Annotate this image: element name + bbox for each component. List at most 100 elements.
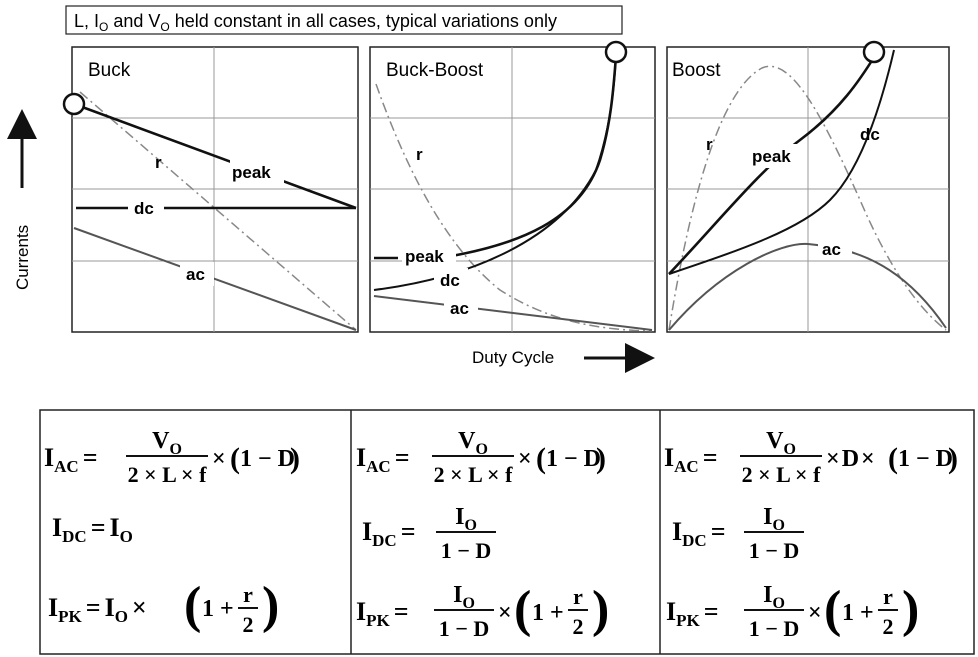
boost-idc-formula: IDC= IO 1 − D <box>672 504 804 563</box>
svg-text:VO: VO <box>766 428 796 458</box>
y-axis-label: Currents <box>13 225 32 290</box>
buck-label-ac: ac <box>186 265 205 284</box>
svg-text:1 +: 1 + <box>202 596 234 622</box>
buck-boost-ac-curve <box>373 295 653 331</box>
buck-label-dc: dc <box>134 199 154 218</box>
buck-boost-label-r: r <box>416 145 423 164</box>
buck-boost-marker-circle <box>604 40 628 64</box>
svg-text:×: × <box>518 446 532 472</box>
svg-text:VO: VO <box>458 428 488 458</box>
svg-text:IPK=: IPK= <box>666 597 719 630</box>
svg-text:IAC=: IAC= <box>356 443 410 476</box>
svg-text:(: ( <box>230 442 240 475</box>
boost-peak-curve <box>668 53 878 275</box>
panel-boost-grid <box>667 47 949 332</box>
formulas-buck: IAC= VO 2 × L × f × ( 1 − D ) IDC=IO IPK… <box>44 428 300 637</box>
svg-text:×: × <box>212 446 226 472</box>
svg-text:1 − D: 1 − D <box>749 538 799 563</box>
boost-dc-curve <box>668 49 895 275</box>
y-axis: Currents <box>6 109 37 290</box>
panel-boost-title: Boost <box>672 60 721 81</box>
buck-boost-iac-formula: IAC= VO 2 × L × f × ( 1 − D ) <box>356 428 606 487</box>
buck-r-curve <box>79 91 357 331</box>
panel-boost: Boost r peak dc ac <box>666 40 950 333</box>
svg-text:IPK=IO×: IPK=IO× <box>48 593 147 626</box>
buck-idc-formula: IDC=IO <box>52 513 133 546</box>
panel-buck-boost-title: Buck-Boost <box>386 60 484 81</box>
buck-boost-idc-formula: IDC= IO 1 − D <box>362 504 496 563</box>
svg-text:IDC=IO: IDC=IO <box>52 513 133 546</box>
svg-text:(: ( <box>184 577 201 634</box>
svg-text:1 − D: 1 − D <box>898 446 953 472</box>
svg-text:1 − D: 1 − D <box>749 616 799 641</box>
boost-label-dc: dc <box>860 125 880 144</box>
svg-text:r: r <box>243 582 253 607</box>
svg-text:): ) <box>902 581 919 638</box>
svg-text:IO: IO <box>453 582 475 612</box>
svg-text:2: 2 <box>883 614 894 639</box>
svg-text:1 +: 1 + <box>842 600 874 626</box>
boost-marker-circle <box>862 40 886 64</box>
svg-text:r: r <box>573 584 583 609</box>
buck-peak-curve <box>73 102 357 210</box>
buck-boost-label-peak: peak <box>405 247 444 266</box>
buck-marker-circle <box>62 92 86 116</box>
boost-iac-formula: IAC= VO 2 × L × f ×D× ( 1 − D ) <box>664 428 958 487</box>
buck-boost-label-dc: dc <box>440 271 460 290</box>
formulas-buck-boost: IAC= VO 2 × L × f × ( 1 − D ) IDC= IO 1 … <box>356 428 609 641</box>
boost-ac-curve <box>668 242 947 331</box>
panel-buck: Buck r peak dc ac <box>62 46 359 333</box>
x-axis-label: Duty Cycle <box>472 348 554 367</box>
svg-text:VO: VO <box>152 428 182 458</box>
svg-text:1 +: 1 + <box>532 600 564 626</box>
panel-buck-boost: Buck-Boost r peak dc ac <box>369 40 656 333</box>
svg-text:): ) <box>596 442 606 475</box>
boost-ipk-formula: IPK= IO 1 − D × ( 1 + r 2 ) <box>666 581 919 641</box>
buck-boost-ipk-formula: IPK= IO 1 − D × ( 1 + r 2 ) <box>356 581 609 641</box>
formulas-boost: IAC= VO 2 × L × f ×D× ( 1 − D ) IDC= IO … <box>664 428 958 641</box>
svg-text:(: ( <box>824 581 841 638</box>
svg-text:1 − D: 1 − D <box>441 538 491 563</box>
boost-r-curve <box>668 65 947 331</box>
panel-buck-title: Buck <box>88 60 131 81</box>
boost-label-ac: ac <box>822 240 841 259</box>
svg-text:1 − D: 1 − D <box>546 446 601 472</box>
panel-buck-boost-grid <box>370 47 655 332</box>
svg-text:IDC=: IDC= <box>672 517 726 550</box>
x-axis: Duty Cycle <box>472 343 655 373</box>
svg-text:2 × L × f: 2 × L × f <box>128 462 208 487</box>
svg-text:(: ( <box>514 581 531 638</box>
svg-text:): ) <box>592 581 609 638</box>
formula-table-frame <box>39 409 975 655</box>
svg-text:IO: IO <box>763 504 785 534</box>
svg-text:): ) <box>290 442 300 475</box>
svg-text:2: 2 <box>243 612 254 637</box>
svg-text:IPK=: IPK= <box>356 597 409 630</box>
header-note: L, IO and VO held constant in all cases,… <box>65 5 623 35</box>
header-note-box <box>65 5 623 35</box>
svg-text:2 × L × f: 2 × L × f <box>434 462 514 487</box>
svg-text:IAC=: IAC= <box>664 443 718 476</box>
svg-text:IO: IO <box>455 504 477 534</box>
buck-ipk-formula: IPK=IO× ( 1 + r 2 ) <box>48 577 279 637</box>
svg-text:1 − D: 1 − D <box>240 446 295 472</box>
svg-text:): ) <box>262 577 279 634</box>
svg-text:IO: IO <box>763 582 785 612</box>
formula-table: IAC= VO 2 × L × f × ( 1 − D ) IDC=IO IPK… <box>39 409 975 655</box>
svg-text:×D×: ×D× <box>826 446 875 472</box>
svg-text:r: r <box>883 584 893 609</box>
buck-label-peak: peak <box>232 163 271 182</box>
svg-text:IAC=: IAC= <box>44 443 98 476</box>
svg-text:2 × L × f: 2 × L × f <box>742 462 822 487</box>
svg-text:×: × <box>808 600 822 626</box>
svg-text:2: 2 <box>573 614 584 639</box>
boost-label-r: r <box>706 135 713 154</box>
buck-ac-curve <box>73 227 357 331</box>
svg-text:(: ( <box>888 442 898 475</box>
svg-text:×: × <box>498 600 512 626</box>
buck-boost-label-ac: ac <box>450 299 469 318</box>
svg-text:1 − D: 1 − D <box>439 616 489 641</box>
buck-label-r: r <box>155 153 162 172</box>
buck-boost-r-curve <box>375 83 653 332</box>
